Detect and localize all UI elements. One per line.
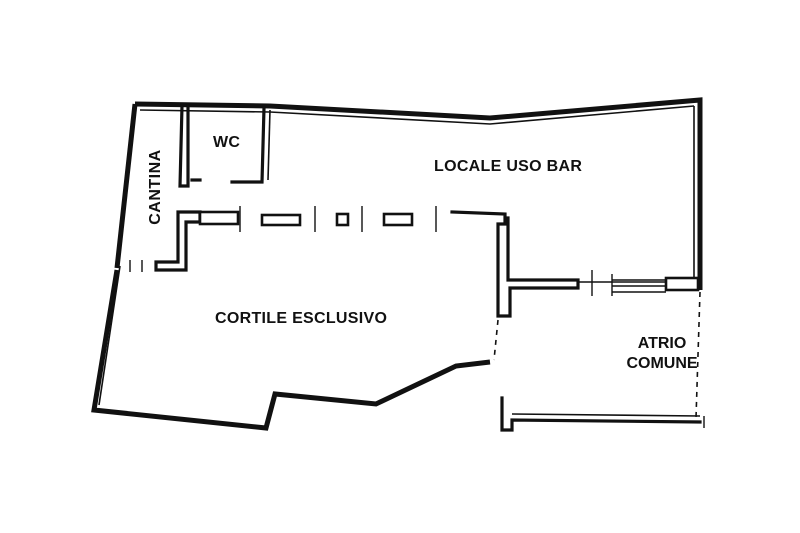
room-label-cortile-esclusivo: CORTILE ESCLUSIVO [215, 310, 388, 327]
atrio-bottom-wall [500, 396, 702, 432]
pier-4 [382, 212, 414, 227]
pier-1 [198, 210, 240, 226]
cortile-left-wall [91, 269, 491, 431]
outer-wall-top-inner [139, 105, 695, 125]
pier-2 [260, 213, 302, 227]
atrio-bottom-inner [511, 413, 701, 417]
atrio-right-dashed [695, 291, 701, 419]
room-label-locale-uso-bar: LOCALE USO BAR [434, 158, 583, 175]
room-label-atrio-line2: COMUNE [626, 355, 698, 372]
cortile-dashed-boundary [493, 319, 499, 361]
wc-partition [230, 106, 266, 184]
room-label-wc: WC [213, 134, 241, 151]
pier-3 [335, 212, 350, 227]
room-label-atrio-line1: ATRIO [637, 335, 687, 352]
cantina-left-wall [114, 103, 138, 269]
room-label-atrio-comune: ATRIO COMUNE [612, 334, 712, 374]
cantina-partition [178, 104, 190, 188]
pier-5 [664, 276, 700, 292]
wc-partition-inner [267, 109, 271, 181]
room-label-cantina: CANTINA [147, 149, 164, 225]
outer-wall-top [134, 97, 703, 290]
mid-wall-right [450, 210, 580, 318]
cortile-inner-line [98, 265, 121, 406]
